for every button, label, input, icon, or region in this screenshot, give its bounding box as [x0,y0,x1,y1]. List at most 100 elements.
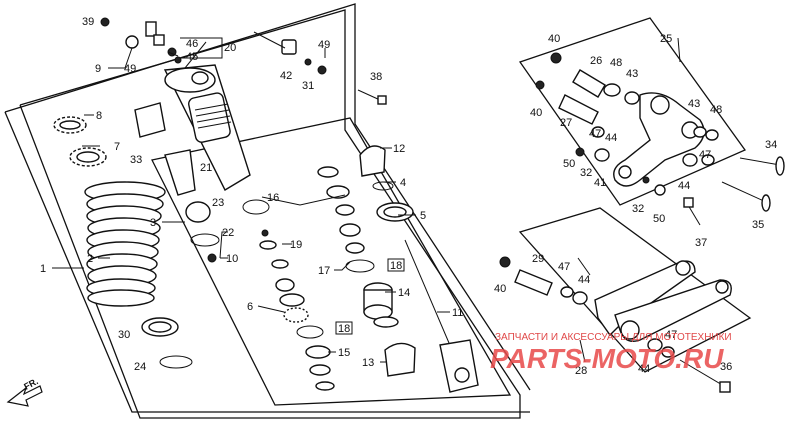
callout-47b: 47 [699,149,711,161]
seals-part-47-44 [591,126,719,167]
bushing-part-15 [305,345,335,391]
bearing-part-43-48 [603,83,640,105]
oring-part-22 [190,233,220,247]
bolt-part-39 [100,17,110,27]
callout-33: 33 [130,154,142,166]
leader-lines [52,31,681,363]
callout-25: 25 [660,33,672,45]
adjuster-nut-part-7 [69,147,107,167]
callout-32a: 32 [580,167,592,179]
callout-36: 36 [720,361,732,373]
nuts-part-50-32 [575,147,666,196]
bolt-part-34 [739,156,785,176]
bolt-part-40-upper [535,52,562,90]
callout-50a: 50 [563,158,575,170]
callout-44b: 44 [678,180,690,192]
inner-subassembly-frame [151,117,512,406]
callout-44c: 44 [578,274,590,286]
callout-27: 27 [560,117,572,129]
watermark-logo: PARTS-MOTO.RU [490,343,724,374]
callout-31: 31 [302,80,314,92]
callout-21: 21 [200,162,212,174]
callout-16: 16 [267,192,279,204]
callout-24: 24 [134,361,146,373]
piston-part-6 [271,259,309,323]
bearing-part-47-44-lower [560,286,588,305]
callout-6: 6 [247,301,253,313]
callout-44d: 44 [638,363,650,375]
seals-part-47-44-rod [647,338,675,358]
callout-41: 41 [594,177,606,189]
callout-11: 11 [452,307,463,319]
callout-labels: 1 2 3 4 5 6 7 8 9 10 11 12 13 14 15 16 1… [40,16,777,377]
callout-5: 5 [420,210,426,222]
bump-rubber-part-21 [164,149,196,196]
callout-14: 14 [398,287,410,299]
callout-9: 9 [95,63,101,75]
bolt-part-35 [721,181,771,212]
boot-part-13 [384,342,416,377]
callout-42: 42 [280,70,292,82]
collar-part-26 [572,69,606,98]
cap-part-12 [359,145,386,177]
rubber-part-23 [185,201,211,223]
callout-23: 23 [212,197,224,209]
callout-18a: 18 [338,323,350,335]
spring-part-2 [84,181,166,307]
callout-3: 3 [150,217,156,229]
bolt-part-36 [679,359,731,393]
bolt-part-40-lower [499,256,511,268]
seal-part-5 [376,202,414,222]
damper-body-part-3 [163,64,251,191]
nut-part-49 [304,58,327,75]
watermark-caption: ЗАПЧАСТИ И АКСЕССУАРЫ ДЛЯ МОТОТЕХНИКИ [495,332,732,343]
valve-part-46 [125,21,182,64]
callout-17: 17 [318,265,330,277]
bushing-part-14 [363,282,399,328]
callout-45: 45 [186,51,198,63]
callout-46: 46 [186,38,198,50]
callout-49a: 49 [124,63,136,75]
callout-35: 35 [752,219,764,231]
rod-part-11 [404,239,479,393]
lock-nut-part-8 [53,116,87,134]
oring-part-18b [345,259,375,273]
callout-18a-box: 18 [335,321,353,335]
collar-part-27 [558,94,599,125]
callout-44a: 44 [605,132,617,144]
callout-18b: 18 [390,260,402,272]
callout-37: 37 [695,237,707,249]
callout-7: 7 [114,141,120,153]
callout-43b: 43 [688,98,700,110]
callout-40a: 40 [548,33,560,45]
seal-part-16 [242,199,270,215]
seal-part-19 [259,229,277,250]
washer-part-10 [207,253,217,263]
arm-assembly-frame [518,17,746,206]
clip-part-24 [159,355,193,369]
callout-19: 19 [290,239,302,251]
callout-49b: 49 [318,39,330,51]
callout-2: 2 [87,253,93,265]
callout-12: 12 [393,143,405,155]
callout-47c: 47 [558,261,570,273]
callout-50b: 50 [653,213,665,225]
valve-stack-part-17 [317,166,365,254]
bolt-part-37 [683,197,701,226]
callout-34: 34 [765,139,777,151]
callout-8: 8 [96,110,102,122]
callout-30: 30 [118,329,130,341]
callout-47a: 47 [589,128,601,140]
front-direction-arrow: FR. [6,376,43,407]
bolt-part-38 [357,89,387,105]
callout-39: 39 [82,16,94,28]
callout-40c: 40 [494,283,506,295]
callout-28: 28 [575,365,587,377]
callout-15: 15 [338,347,350,359]
callout-22: 22 [222,227,234,239]
callout-10: 10 [226,253,238,265]
callout-18b-box: 18 [387,258,405,272]
callout-47d: 47 [665,329,677,341]
callout-1: 1 [40,263,46,275]
